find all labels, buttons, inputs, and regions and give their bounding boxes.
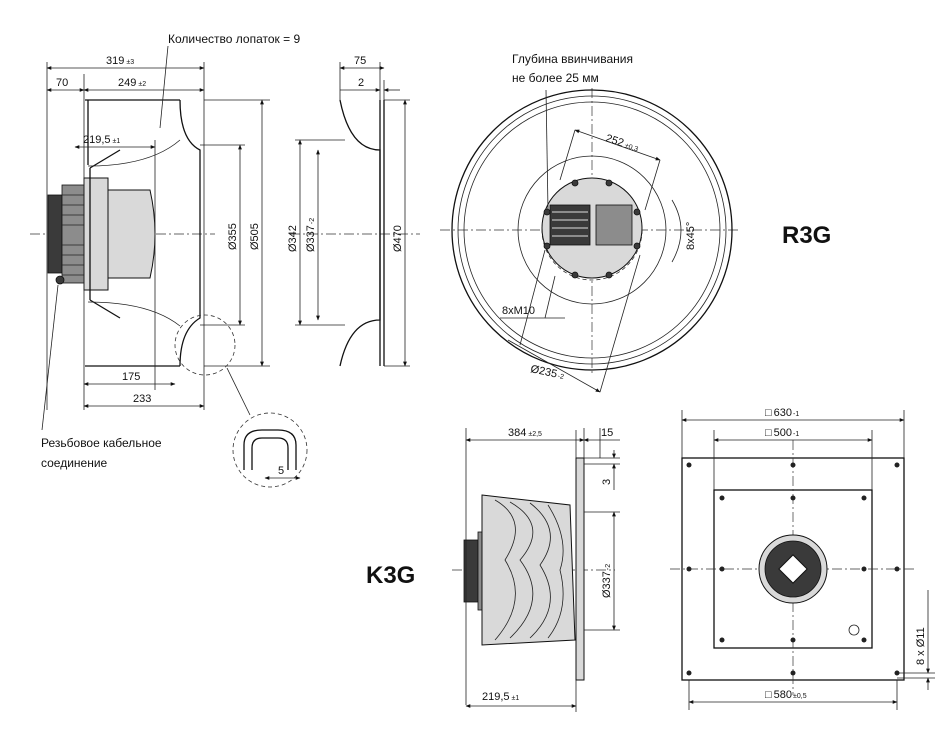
dim-phi235-tol: -2 [557, 373, 565, 381]
svg-text:Ø337-2: Ø337-2 [601, 564, 613, 598]
dim-70: 70 [56, 77, 68, 89]
motor-terminal-box [47, 194, 63, 274]
cable-note-line2: соединение [41, 456, 108, 470]
dim-sq580-tol: ±0,5 [793, 693, 807, 700]
k3g-front-view: □630-1 □500-1 □580±0,5 8 x Ø11 [670, 407, 935, 710]
sq580-symbol: □ [765, 689, 772, 701]
svg-text:Ø337-2: Ø337-2 [305, 218, 317, 252]
dim-sq630: 630 [774, 407, 792, 419]
dim-175: 175 [122, 371, 140, 383]
model-label-k3g: K3G [366, 562, 415, 589]
dim-219-tol: ±1 [113, 138, 121, 145]
svg-text:252±0,3: 252±0,3 [604, 132, 640, 154]
detail-circle [174, 314, 236, 376]
dim-384-tol: ±2,5 [528, 431, 542, 438]
cable-leader [41, 284, 59, 431]
outer-ring [451, 89, 733, 371]
dim-75: 75 [354, 55, 366, 67]
detail-magnified [232, 412, 308, 488]
k3g-side-view: K3G 384±2,5 15 3 Ø337-2 219,5±1 [366, 427, 620, 712]
dim-phi505: Ø505 [249, 223, 261, 250]
impeller-shroud [179, 99, 201, 367]
svg-text:384±2,5: 384±2,5 [508, 427, 542, 439]
dim-phi337: Ø337 [305, 225, 317, 252]
depth-leader [545, 89, 549, 211]
dim-319-tol: ±3 [126, 59, 134, 66]
dim-252: 252 [604, 132, 625, 149]
motor-flange [83, 177, 109, 291]
dim-k3g-phi337: Ø337 [601, 571, 613, 598]
dim-phi342: Ø342 [287, 225, 299, 252]
dim-phi235: Ø235 [529, 363, 558, 380]
dim-2: 2 [358, 77, 364, 89]
depth-note-line2: не более 25 мм [512, 71, 599, 85]
motor-rotor [107, 189, 156, 279]
model-label-r3g: R3G [782, 222, 831, 249]
dim-k3g-219-tol: ±1 [512, 695, 520, 702]
sq630-symbol: □ [765, 407, 772, 419]
k3g-impeller [481, 494, 576, 646]
dim-holes: 8 x Ø11 [915, 627, 927, 665]
svg-text:249±2: 249±2 [118, 77, 146, 89]
dim-219: 219,5 [83, 134, 111, 146]
inlet-ring [339, 99, 381, 367]
dim-233: 233 [133, 393, 151, 405]
motor-fins-front [549, 204, 591, 246]
cable-gland [55, 275, 65, 285]
motor-fins [61, 184, 85, 284]
svg-text:□630-1: □630-1 [765, 407, 799, 419]
dim-angle: 8x45° [685, 222, 697, 250]
dim-sq500: 500 [774, 427, 792, 439]
blades-note: Количество лопаток = 9 [168, 32, 300, 46]
svg-text:□500-1: □500-1 [765, 427, 799, 439]
dim-15: 15 [601, 427, 613, 439]
dim-3: 3 [601, 479, 613, 485]
svg-text:□580±0,5: □580±0,5 [765, 689, 807, 701]
dim-k3g-219: 219,5 [482, 691, 510, 703]
dim-bolts: 8xM10 [502, 305, 535, 317]
r3g-front-view: 252±0,3 8x45° Глубина ввинчивания не бол… [440, 52, 831, 393]
dim-384: 384 [508, 427, 526, 439]
svg-text:219,5±1: 219,5±1 [482, 691, 519, 703]
cable-note-line1: Резьбовое кабельное [41, 436, 162, 450]
dim-sq580: 580 [774, 689, 792, 701]
svg-text:219,5±1: 219,5±1 [83, 134, 120, 146]
k3g-mounting-plate [575, 457, 585, 681]
r3g-inlet-view: 75 2 Ø342 Ø337-2 Ø470 [287, 55, 420, 367]
svg-text:Ø235-2: Ø235-2 [529, 363, 565, 382]
sq500-symbol: □ [765, 427, 772, 439]
dim-sq500-tol: -1 [793, 431, 799, 438]
blades-leader [159, 45, 169, 129]
dim-k3g-phi337-tol: -2 [605, 564, 612, 570]
dim-phi355: Ø355 [227, 223, 239, 250]
motor-front [541, 177, 643, 279]
dim-phi337-tol: -2 [309, 218, 316, 224]
dim-319: 319 [106, 55, 124, 67]
detail-dim-5: 5 [278, 465, 284, 477]
dim-249: 249 [118, 77, 136, 89]
dim-phi470: Ø470 [392, 225, 404, 252]
depth-note-line1: Глубина ввинчивания [512, 52, 633, 66]
svg-text:319±3: 319±3 [106, 55, 134, 67]
r3g-side-view: 319±3 70 249±2 219,5±1 175 233 Ø355 Ø505… [30, 32, 308, 488]
dim-252-tol: ±0,3 [624, 143, 639, 154]
dim-249-tol: ±2 [138, 81, 146, 88]
dim-sq630-tol: -1 [793, 411, 799, 418]
